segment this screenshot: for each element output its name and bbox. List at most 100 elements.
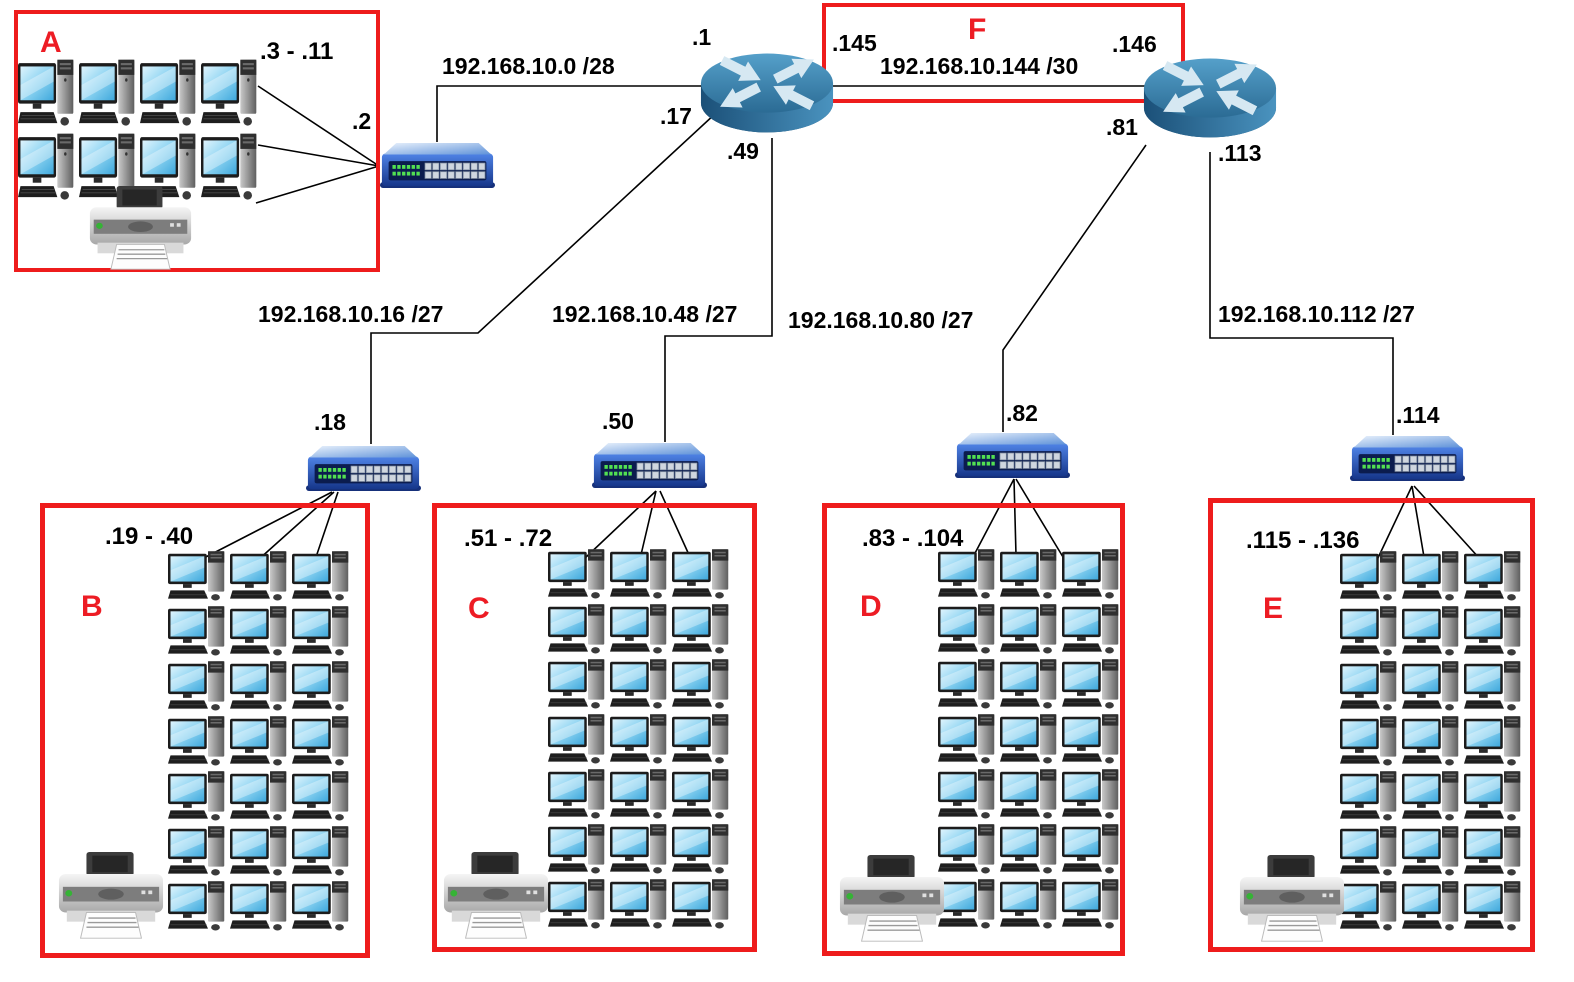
- computer-icon: [938, 878, 1000, 933]
- computer-icon: [292, 550, 354, 605]
- computer-icon: [672, 658, 734, 713]
- computer-icon: [1000, 548, 1062, 603]
- computer-icon: [168, 660, 230, 715]
- switch-d-ip: .82: [1006, 400, 1038, 426]
- computer-icon: [1062, 548, 1124, 603]
- group-d-computers: [938, 548, 1124, 933]
- computer-icon: [610, 713, 672, 768]
- computer-icon: [672, 603, 734, 658]
- computer-icon: [1340, 880, 1402, 935]
- computer-icon: [292, 660, 354, 715]
- computer-icon: [548, 603, 610, 658]
- computer-icon: [1464, 550, 1526, 605]
- group-c-box: C .51 - .72: [432, 503, 757, 952]
- computer-icon: [548, 548, 610, 603]
- computer-icon: [292, 880, 354, 935]
- computer-icon: [230, 660, 292, 715]
- computer-icon: [1000, 878, 1062, 933]
- computer-icon: [292, 605, 354, 660]
- group-a-host-range: .3 - .11: [260, 38, 334, 65]
- switch-d: [955, 429, 1070, 481]
- computer-icon: [1402, 660, 1464, 715]
- computer-icon: [230, 715, 292, 770]
- router-left: [698, 45, 836, 137]
- printer-icon: [838, 855, 946, 943]
- group-c-computers: [548, 548, 734, 933]
- computer-icon: [201, 132, 262, 206]
- computer-icon: [140, 132, 201, 206]
- computer-icon: [1402, 825, 1464, 880]
- group-c-label: C: [468, 592, 490, 625]
- computer-icon: [1000, 603, 1062, 658]
- group-d-host-range: .83 - .104: [862, 525, 964, 552]
- computer-icon: [938, 658, 1000, 713]
- switch-b-ip: .18: [314, 409, 346, 435]
- computer-icon: [292, 770, 354, 825]
- computer-icon: [938, 603, 1000, 658]
- router-left-if-lan-c: .49: [727, 138, 759, 164]
- group-a-computers: [18, 58, 262, 206]
- group-f-box: F: [822, 3, 1185, 103]
- computer-icon: [1402, 880, 1464, 935]
- computer-icon: [168, 715, 230, 770]
- group-b-host-range: .19 - .40: [105, 523, 194, 550]
- switch-a: [380, 139, 495, 191]
- network-lan-e-label: 192.168.10.112 /27: [1218, 301, 1415, 327]
- printer-icon: [1238, 855, 1346, 943]
- network-lan-c-label: 192.168.10.48 /27: [552, 301, 738, 327]
- router-right-if-lan-d: .81: [1106, 114, 1138, 140]
- computer-icon: [292, 715, 354, 770]
- computer-icon: [1340, 825, 1402, 880]
- computer-icon: [1340, 660, 1402, 715]
- computer-icon: [1062, 823, 1124, 878]
- network-wan-f-label: 192.168.10.144 /30: [880, 53, 1079, 79]
- computer-icon: [672, 548, 734, 603]
- group-c-host-range: .51 - .72: [464, 525, 553, 552]
- computer-icon: [610, 878, 672, 933]
- switch-a-ip: .2: [352, 108, 372, 134]
- router-right-if-lan-e: .113: [1218, 140, 1262, 166]
- switch-e-ip: .114: [1396, 402, 1440, 428]
- group-e-computers: [1340, 550, 1526, 935]
- computer-icon: [1340, 550, 1402, 605]
- switch-e: [1350, 432, 1465, 484]
- computer-icon: [1402, 550, 1464, 605]
- switch-c-ip: .50: [602, 408, 634, 434]
- computer-icon: [230, 605, 292, 660]
- computer-icon: [548, 713, 610, 768]
- computer-icon: [1062, 768, 1124, 823]
- switch-c: [592, 439, 707, 491]
- network-lan-d-label: 192.168.10.80 /27: [788, 307, 974, 333]
- computer-icon: [168, 770, 230, 825]
- group-b-box: B .19 - .40: [40, 503, 370, 958]
- computer-icon: [230, 550, 292, 605]
- computer-icon: [1340, 770, 1402, 825]
- computer-icon: [938, 823, 1000, 878]
- computer-icon: [610, 603, 672, 658]
- computer-icon: [1000, 823, 1062, 878]
- computer-icon: [1340, 715, 1402, 770]
- computer-icon: [1062, 713, 1124, 768]
- computer-icon: [938, 768, 1000, 823]
- computer-icon: [1340, 605, 1402, 660]
- computer-icon: [230, 770, 292, 825]
- group-a-box: A .3 - .11: [14, 10, 380, 272]
- lan-c-link-line: [664, 138, 773, 442]
- computer-icon: [938, 713, 1000, 768]
- computer-icon: [672, 713, 734, 768]
- computer-icon: [1464, 660, 1526, 715]
- computer-icon: [610, 823, 672, 878]
- computer-icon: [1062, 658, 1124, 713]
- lan-e-link-line: [1209, 152, 1394, 435]
- computer-icon: [548, 768, 610, 823]
- computer-icon: [201, 58, 262, 132]
- lan-d-link-line: [1002, 144, 1147, 432]
- computer-icon: [1062, 603, 1124, 658]
- group-f-label: F: [968, 13, 987, 46]
- network-lan-a-label: 192.168.10.0 /28: [442, 53, 615, 79]
- computer-icon: [140, 58, 201, 132]
- group-e-host-range: .115 - .136: [1246, 527, 1360, 554]
- network-lan-b-label: 192.168.10.16 /27: [258, 301, 444, 327]
- computer-icon: [168, 880, 230, 935]
